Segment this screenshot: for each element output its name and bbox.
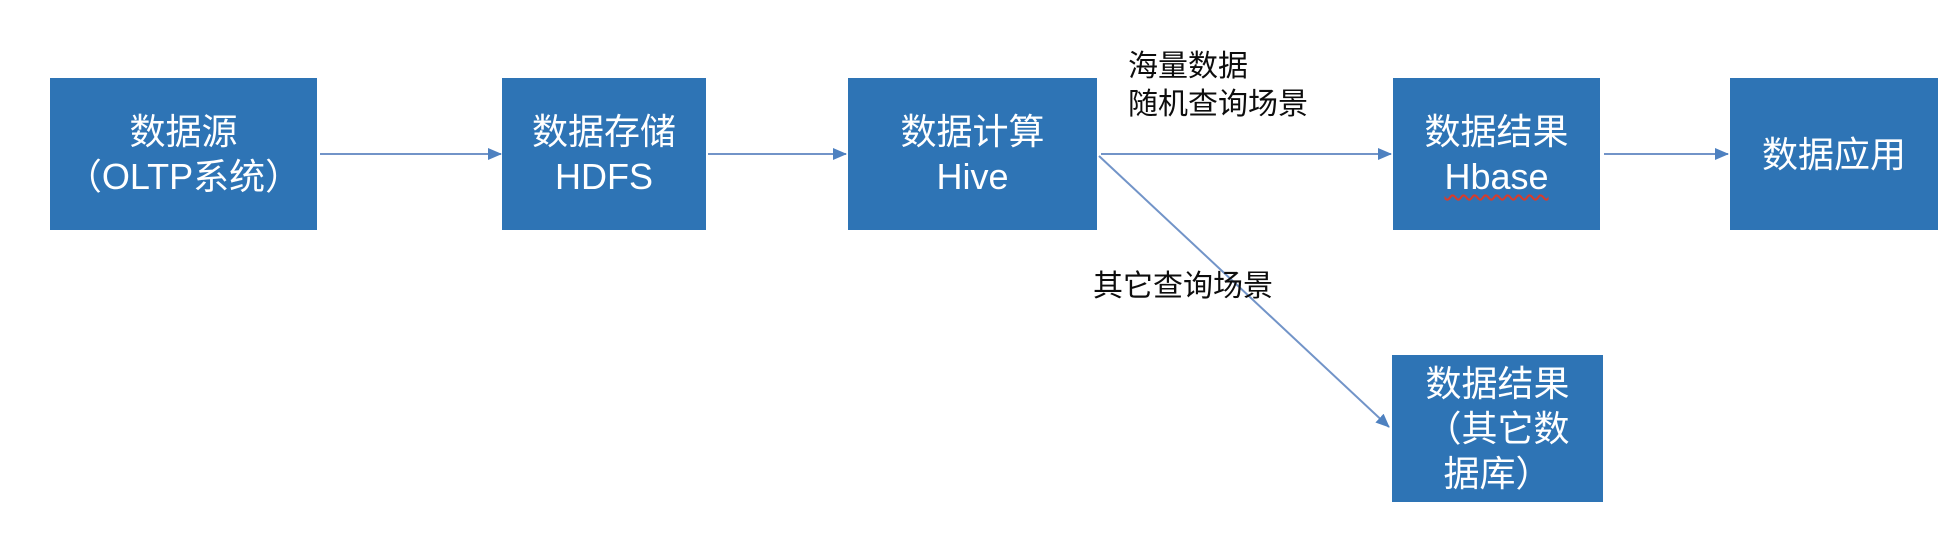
node-label-line: 数据源 <box>129 111 238 152</box>
node-label-line: 数据计算 <box>900 111 1045 152</box>
node-label-line: HDFS <box>555 156 653 197</box>
edge-label-massive-random-query: 海量数据 随机查询场景 <box>1128 48 1308 124</box>
node-label-line-misspelled: Hbase <box>1444 156 1549 197</box>
node-label-line: （OLTP系统） <box>65 156 302 197</box>
node-data-source: 数据源 （OLTP系统） <box>50 78 317 230</box>
node-label-line: 数据存储 <box>531 111 676 152</box>
node-label-line: 据库） <box>1443 453 1552 494</box>
node-data-result-hbase: 数据结果 Hbase <box>1393 78 1600 230</box>
node-data-result-other: 数据结果 （其它数 据库） <box>1392 355 1603 502</box>
node-label-line: 数据结果 <box>1424 111 1569 152</box>
node-label-line: 数据应用 <box>1761 133 1906 175</box>
node-label-line: （其它数 <box>1425 408 1570 449</box>
edge-label-line: 其它查询场景 <box>1093 270 1273 303</box>
node-label-line: 数据结果 <box>1425 363 1570 404</box>
edge-label-other-query: 其它查询场景 <box>1093 268 1273 306</box>
edge-label-line: 随机查询场景 <box>1128 88 1308 121</box>
node-label-line: Hive <box>936 156 1009 197</box>
node-data-storage: 数据存储 HDFS <box>502 78 706 230</box>
edge-label-line: 海量数据 <box>1128 50 1248 83</box>
node-data-compute: 数据计算 Hive <box>848 78 1097 230</box>
node-data-application: 数据应用 <box>1730 78 1938 230</box>
